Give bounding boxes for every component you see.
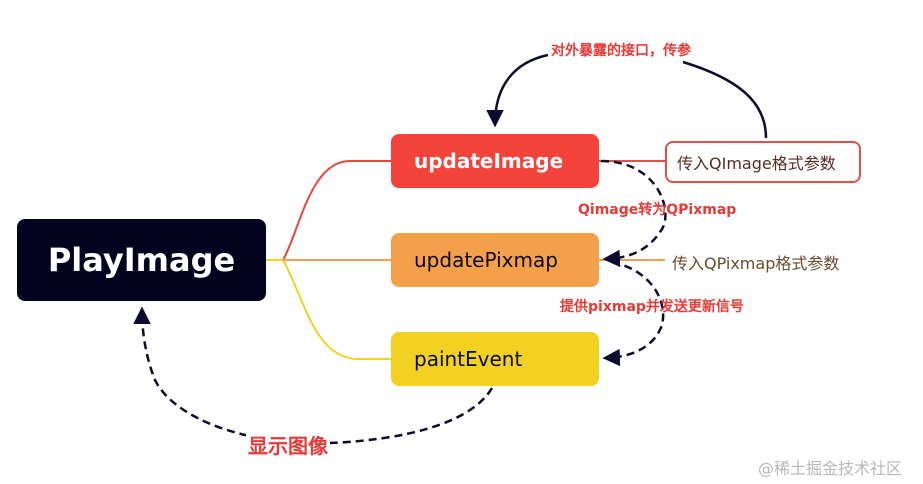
branch-line-updateimage <box>266 160 391 261</box>
interface-arrow-tail <box>682 60 768 139</box>
node-label: updateImage <box>414 149 564 173</box>
param-box-qimage[interactable]: 传入QImage格式参数 <box>665 141 861 183</box>
watermark: @稀土掘金技术社区 <box>758 459 903 478</box>
node-updatepixmap[interactable]: updatePixmap <box>391 233 599 287</box>
param-label: 传入QImage格式参数 <box>677 154 836 173</box>
root-label: PlayImage <box>47 241 236 279</box>
convert-arrow <box>600 159 667 268</box>
display-annotation: 显示图像 <box>246 430 330 459</box>
provide-annotation: 提供pixmap并发送更新信号 <box>560 299 744 315</box>
root-node-playimage[interactable]: PlayImage <box>17 219 266 301</box>
provide-arrow <box>602 260 665 367</box>
interface-annotation: 对外暴露的接口，传参 <box>551 43 691 59</box>
node-paintevent[interactable]: paintEvent <box>391 332 599 386</box>
node-label: paintEvent <box>414 347 523 371</box>
node-label: updatePixmap <box>414 248 558 272</box>
branch-line-paintevent <box>266 259 391 360</box>
node-updateimage[interactable]: updateImage <box>391 134 599 188</box>
convert-annotation: Qimage转为QPixmap <box>578 202 737 218</box>
param-text-qpixmap: 传入QPixmap格式参数 <box>672 254 840 273</box>
interface-arrow <box>486 53 549 128</box>
